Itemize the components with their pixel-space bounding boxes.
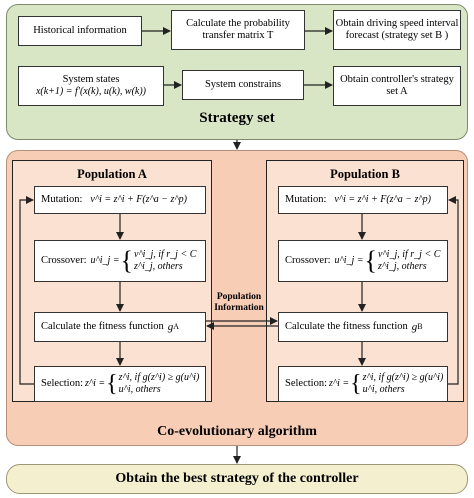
population-a-crossover-case1: v^i_j, if r_j < C [134, 249, 197, 260]
population-b-mutation-formula: v^i = z^i + F(z^a − z^p) [334, 194, 431, 205]
population-b-selection-label: Selection: [285, 378, 327, 389]
population-a-fitness-label: Calculate the fitness function [41, 321, 164, 332]
arrow-b-selection-loop [448, 196, 459, 385]
strategy-set-a-text-2: set A [386, 86, 408, 97]
population-a-crossover-brace: { [120, 246, 134, 275]
population-b-selection-box: Selection: z^i = { z^i, if g(z^i) ≥ g(u^… [278, 366, 448, 402]
population-a-selection-case2: u^i, others [118, 384, 161, 395]
population-b-title: Population B [330, 167, 400, 181]
population-a-crossover-label: Crossover: [41, 255, 87, 266]
population-a-fitness-symbol: g [167, 321, 174, 333]
population-b-crossover-lhs: u^i_j = [334, 255, 364, 266]
population-a-crossover-box: Crossover: u^i_j = { v^i_j, if r_j < C z… [34, 240, 206, 282]
population-b-fitness-symbol: g [411, 321, 418, 333]
population-b-crossover-case2: z^i_j, others [378, 261, 427, 272]
strategy-set-a-text-1: Obtain controller's strategy [340, 74, 454, 85]
population-a-mutation-label: Mutation: [41, 194, 83, 205]
population-b-crossover-brace: { [364, 246, 378, 275]
population-b-crossover-case1: v^i_j, if r_j < C [378, 249, 441, 260]
system-states-text: System states [62, 74, 120, 85]
population-information-label: Population Information [208, 292, 270, 314]
population-b-crossover-box: Crossover: u^i_j = { v^i_j, if r_j < C z… [278, 240, 448, 282]
population-b-crossover-label: Crossover: [285, 255, 331, 266]
system-states-formula: x(k+1) = f′(x(k), u(k), w(k)) [35, 86, 147, 97]
population-a-selection-lhs: z^i = [85, 378, 106, 389]
population-a-title: Population A [77, 167, 147, 181]
system-constrains-box: System constrains [182, 70, 304, 100]
population-a-selection-box: Selection: z^i = { z^i, if g(z^i) ≥ g(u^… [34, 366, 206, 402]
population-a-selection-label: Selection: [41, 378, 83, 389]
population-b-mutation-label: Mutation: [285, 194, 327, 205]
population-a-crossover-case2: z^i_j, others [134, 261, 183, 272]
population-a-mutation-box: Mutation: v^i = z^i + F(z^a − z^p) [34, 186, 206, 214]
population-a-mutation-formula: v^i = z^i + F(z^a − z^p) [90, 194, 187, 205]
population-information-line1: Population [216, 292, 262, 302]
probability-matrix-text-2: transfer matrix T [202, 30, 274, 41]
population-a-crossover-lhs: u^i_j = [90, 255, 120, 266]
probability-matrix-text-1: Calculate the probability [186, 18, 290, 29]
probability-matrix-box: Calculate the probability transfer matri… [171, 10, 305, 50]
population-b-fitness-label: Calculate the fitness function [285, 321, 408, 332]
arrow-a-selection-loop [19, 196, 34, 385]
population-b-selection-lhs: z^i = [329, 378, 350, 389]
population-b-selection-brace: { [350, 371, 362, 397]
population-b-fitness-sub: B [417, 322, 423, 331]
speed-forecast-text-1: Obtain driving speed interval [335, 18, 459, 29]
historical-information-text: Historical information [33, 25, 127, 36]
system-constrains-text: System constrains [204, 79, 282, 90]
population-b-selection-case1: z^i, if g(z^i) ≥ g(u^i) [362, 372, 444, 383]
population-information-line2: Information [214, 303, 264, 313]
speed-forecast-text-2: forecast (strategy set B ) [345, 30, 449, 41]
historical-information-box: Historical information [18, 16, 142, 46]
population-a-selection-brace: { [106, 371, 118, 397]
speed-forecast-box: Obtain driving speed interval forecast (… [333, 10, 461, 50]
system-states-box: System states x(k+1) = f′(x(k), u(k), w(… [18, 66, 164, 106]
population-b-selection-case2: u^i, others [362, 384, 405, 395]
population-a-selection-case1: z^i, if g(z^i) ≥ g(u^i) [118, 372, 200, 383]
strategy-set-a-box: Obtain controller's strategy set A [333, 66, 461, 106]
best-strategy-title: Obtain the best strategy of the controll… [115, 471, 359, 486]
best-strategy-panel [6, 464, 468, 494]
strategy-set-title: Strategy set [199, 110, 275, 126]
co-evolutionary-title: Co-evolutionary algorithm [157, 424, 317, 439]
population-b-mutation-box: Mutation: v^i = z^i + F(z^a − z^p) [278, 186, 448, 214]
population-a-fitness-sub: A [173, 322, 180, 331]
